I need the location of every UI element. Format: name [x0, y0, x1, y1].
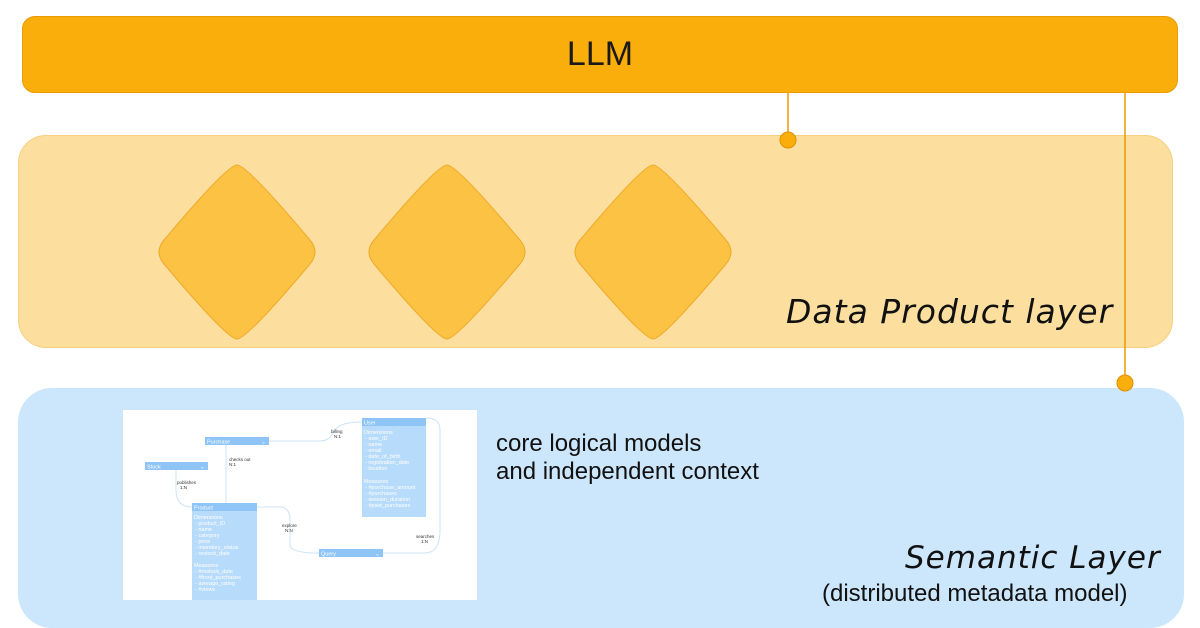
rel-billing: billing — [331, 429, 343, 434]
field: - average_rating — [195, 581, 235, 587]
entity-title: Purchase — [207, 440, 230, 446]
rel-publishes-card: 1:N — [180, 485, 187, 490]
rel-searches-card: 1:N — [421, 539, 428, 544]
chevron-down-icon: ⌄ — [375, 552, 380, 558]
chevron-down-icon: ⌄ — [200, 465, 205, 471]
field: - inventory_status — [195, 545, 239, 551]
field: - email — [365, 448, 382, 454]
entity-user: User Dimensions - user_ID - name - email… — [362, 418, 426, 517]
field: - location — [365, 466, 387, 472]
field: - user_ID — [365, 436, 388, 442]
field: - restock_date — [195, 551, 230, 557]
rel-explore-card: N:N — [285, 528, 293, 533]
field: - #front_purchases — [195, 575, 241, 581]
measures-label: Measures — [364, 479, 388, 485]
entity-title: Query — [321, 552, 336, 558]
rel-publishes: publishes — [177, 480, 197, 485]
diamond-1 — [158, 164, 316, 340]
data-product-layer-label: Data Product layer — [786, 292, 1114, 331]
field: - #purchase_amount — [365, 485, 416, 491]
edge-searches — [383, 417, 441, 554]
field: - date_of_birth — [365, 454, 400, 460]
field: - #purchases — [365, 491, 397, 497]
dimensions-label: Dimensions — [364, 430, 393, 436]
field: - #restock_date — [195, 569, 233, 575]
entity-query: Query ⌄ — [319, 549, 383, 558]
rel-explore: explore — [282, 523, 297, 528]
edge-billing — [269, 421, 363, 442]
field: - category — [195, 533, 220, 539]
field: - price — [195, 539, 210, 545]
semantic-layer-sublabel: (distributed metadata model) — [822, 580, 1128, 607]
entity-title: Product — [194, 506, 213, 512]
measures-label: Measures — [194, 563, 218, 569]
rel-checks-out-card: N:1 — [229, 462, 237, 467]
field: - #views — [195, 587, 215, 593]
model-diagram: billing N:1 checks out N:1 publishes 1:N… — [145, 417, 441, 600]
chevron-down-icon: ⌄ — [261, 440, 266, 446]
edge-publishes — [175, 470, 193, 508]
rel-checks-out: checks out — [229, 457, 251, 462]
rel-searches: searches — [416, 534, 435, 539]
entity-title: Stock — [147, 465, 161, 471]
description-line-2: and independent context — [496, 458, 759, 485]
entity-product: Product Dimensions - product_ID - name -… — [192, 503, 257, 600]
description-line-1: core logical models — [496, 430, 702, 457]
edge-explore — [257, 506, 320, 554]
diagram-layer — [158, 93, 797, 340]
semantic-layer-description: core logical models and independent cont… — [496, 430, 759, 486]
llm-bar: LLM — [22, 16, 1178, 93]
field: - #paid_purchases — [365, 503, 411, 509]
dimensions-label: Dimensions — [194, 515, 223, 521]
field: - registration_date — [365, 460, 409, 466]
connector-dot — [779, 131, 797, 149]
diamond-3 — [574, 164, 732, 340]
llm-label: LLM — [566, 35, 634, 73]
entity-purchase: Purchase ⌄ — [205, 437, 269, 446]
llm-to-semantic-connector — [1116, 93, 1134, 392]
field: - name — [365, 442, 382, 448]
entity-stock: Stock ⌄ — [145, 462, 208, 471]
connector-dot — [1116, 374, 1134, 392]
rel-billing-card: N:1 — [334, 434, 342, 439]
field: - name — [195, 527, 212, 533]
entity-title: User — [364, 421, 376, 427]
diamond-2 — [368, 164, 526, 340]
field: - session_duration — [365, 497, 410, 503]
field: - product_ID — [195, 521, 225, 527]
semantic-layer-label: Semantic Layer — [905, 540, 1161, 576]
